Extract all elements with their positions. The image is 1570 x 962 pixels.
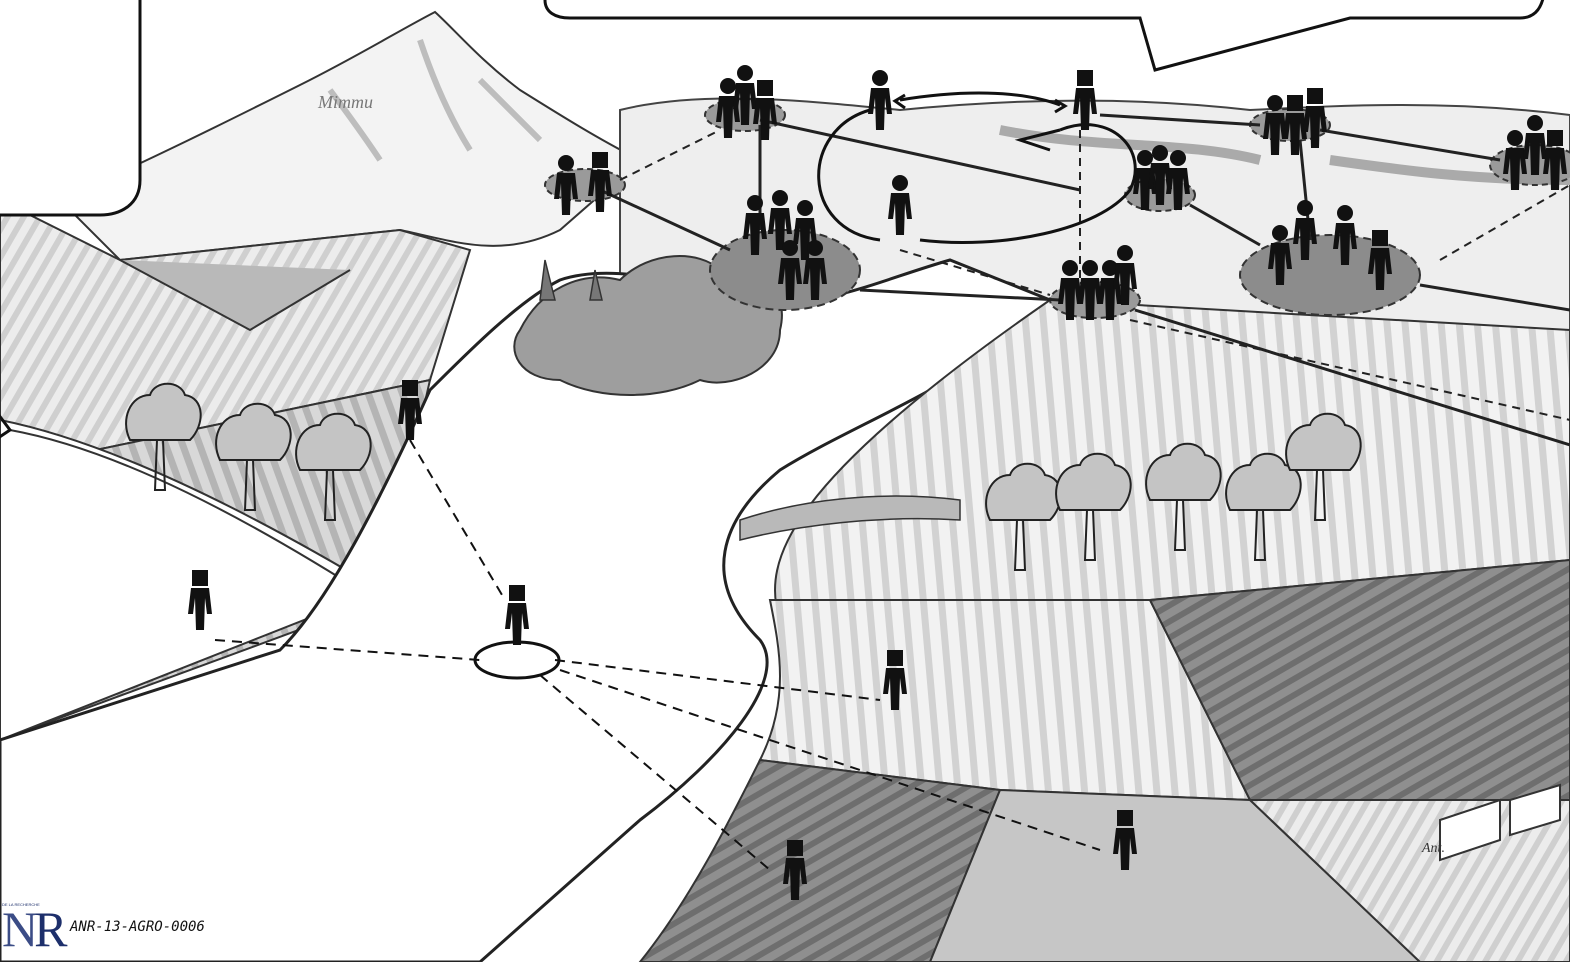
anr-project-code: ANR-13-AGRO-0006	[70, 919, 205, 935]
anr-logo-r: R	[34, 901, 63, 957]
mountain-scribble: Mimmu	[317, 92, 373, 112]
anr-logo: DE LA RECHERCHE NR ANR-13-AGRO-0006	[0, 900, 240, 956]
anr-logo-mark: NR	[2, 904, 63, 954]
artist-signature: Ant.	[1421, 841, 1445, 856]
speech-bubble-left	[0, 0, 140, 215]
anr-logo-n: N	[2, 901, 34, 957]
